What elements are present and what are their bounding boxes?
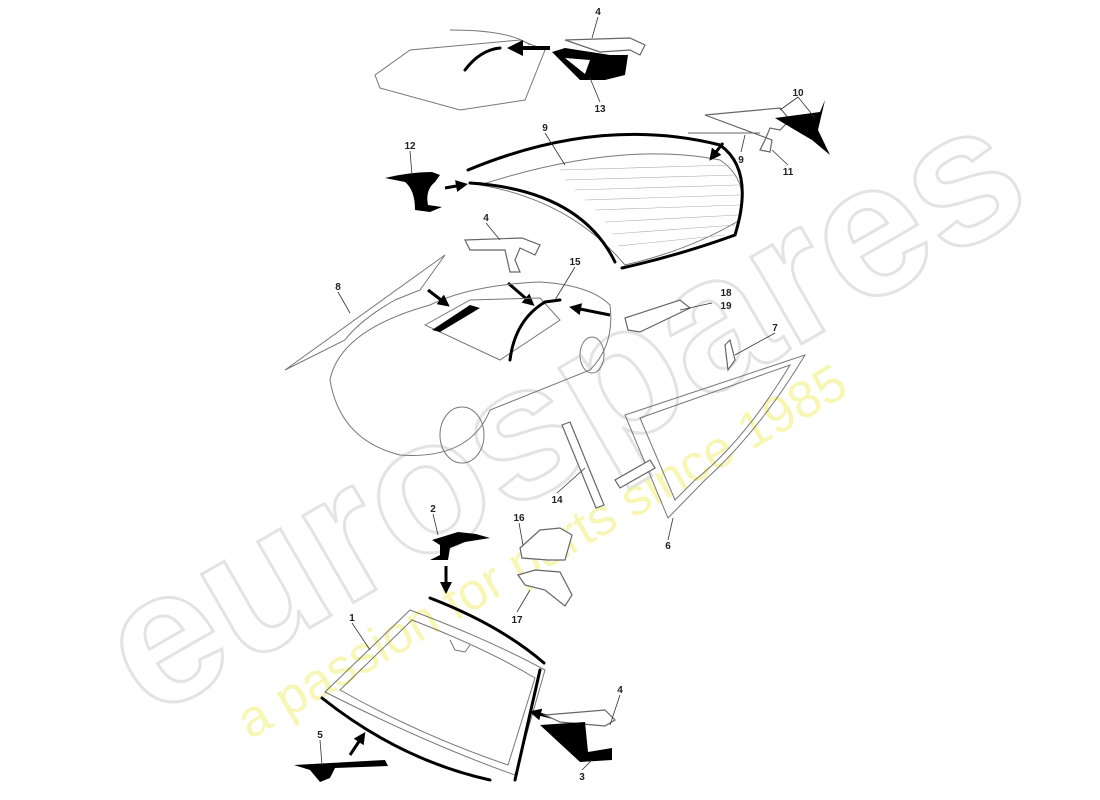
callout-15: 15	[569, 257, 581, 268]
callouts: 4 13 10 9 9 11 12 4 8 15 18 19 7 14 16 2…	[317, 7, 804, 783]
windscreen-glass-1	[320, 596, 556, 782]
clips-16-17	[517, 527, 573, 607]
car-roof-detail-view	[374, 29, 550, 111]
seal-profile-4-mid	[464, 237, 541, 306]
callout-9-detail: 9	[738, 155, 744, 166]
quarter-glass-6	[614, 338, 807, 519]
callout-13: 13	[594, 104, 606, 115]
rear-screen-glass	[466, 132, 744, 270]
callout-17: 17	[511, 615, 523, 626]
callout-7: 7	[772, 323, 778, 334]
callout-14: 14	[551, 495, 563, 506]
callout-11: 11	[783, 167, 794, 178]
callout-4-top: 4	[595, 7, 601, 18]
seal-profile-12	[385, 172, 468, 212]
callout-5: 5	[317, 730, 323, 741]
seal-profile-10-11	[688, 100, 830, 161]
seal-profile-4-3	[540, 709, 616, 762]
callout-1: 1	[349, 613, 355, 624]
callout-18: 18	[720, 288, 732, 299]
callout-16: 16	[513, 513, 525, 524]
callout-12: 12	[404, 141, 416, 152]
callout-8: 8	[335, 282, 341, 293]
callout-6: 6	[665, 541, 671, 552]
callout-3: 3	[579, 772, 585, 783]
leader-lines	[319, 16, 816, 771]
callout-4-mid: 4	[483, 213, 489, 224]
windscreen-trim-8	[284, 254, 446, 371]
seal-14	[561, 421, 605, 509]
callout-4-bottom: 4	[617, 685, 623, 696]
car-body	[329, 281, 612, 464]
seal-profile-5	[294, 760, 388, 782]
callout-9-main: 9	[542, 123, 548, 134]
bracket-18-19	[624, 299, 692, 333]
callout-2: 2	[430, 504, 436, 515]
callout-19: 19	[720, 301, 732, 312]
seal-profile-2	[430, 532, 490, 594]
seal-profile-13	[552, 37, 646, 80]
callout-10: 10	[792, 88, 804, 99]
